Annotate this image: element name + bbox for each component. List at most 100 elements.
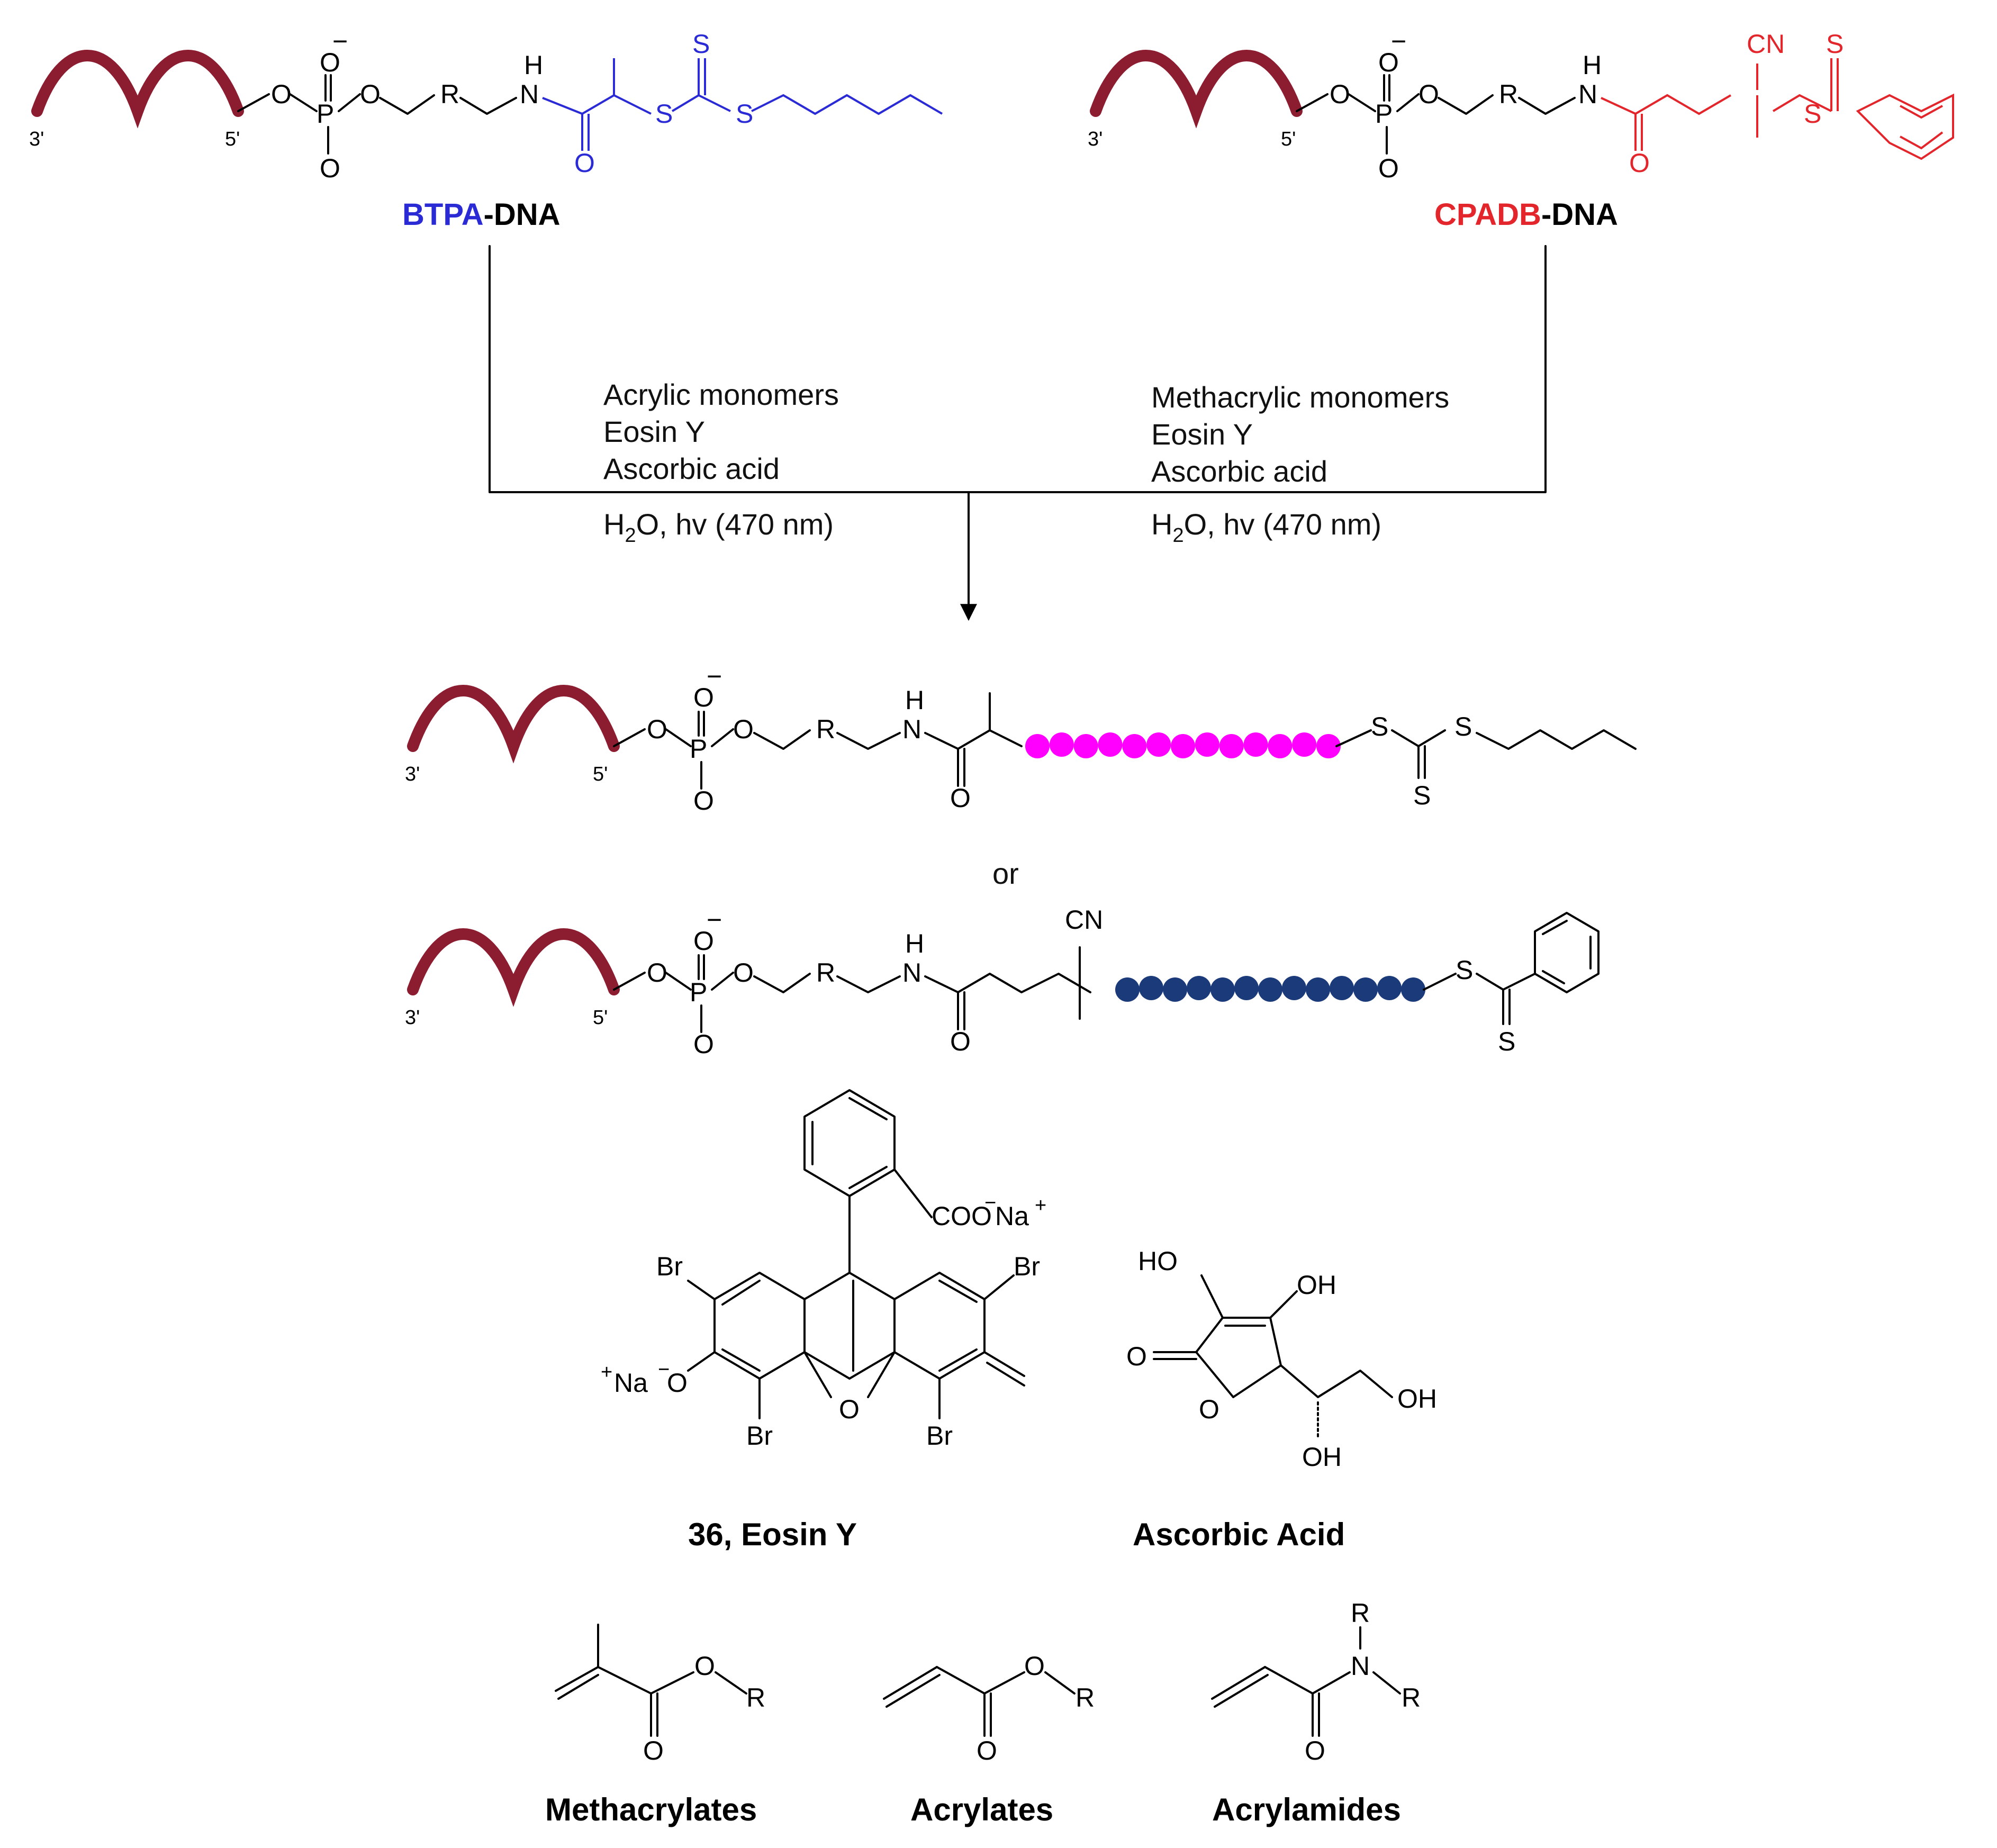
atom-s: S: [1371, 712, 1388, 741]
eosin-na-left: Na: [614, 1368, 648, 1398]
atom-o: O: [1126, 1342, 1147, 1371]
cpadb-raft-group: [1601, 58, 1954, 160]
polymer-bead: [1122, 734, 1147, 758]
charge-minus: −: [658, 1358, 670, 1381]
atom-p: P: [690, 734, 707, 764]
three-prime-label: 3': [405, 763, 420, 785]
polymer-bead: [1316, 734, 1341, 758]
atom-o: O: [1024, 1651, 1045, 1681]
atom-o: O: [643, 1736, 664, 1765]
atom-n: N: [1578, 79, 1597, 109]
charge-plus: +: [601, 1361, 612, 1383]
polymer-bead: [1210, 977, 1235, 1002]
left-catalyst: Eosin Y: [603, 415, 705, 448]
atom-o: O: [574, 148, 595, 178]
btpa-suffix: -DNA: [484, 197, 561, 232]
atom-p: P: [317, 99, 334, 129]
atom-n: N: [902, 958, 921, 988]
atom-p: P: [690, 977, 707, 1007]
left-reductant: Ascorbic acid: [603, 452, 780, 485]
atom-o: O: [647, 958, 667, 988]
atom-s: S: [1413, 781, 1431, 810]
cpadb-end-group: S S: [1423, 912, 1600, 1056]
cpadb-dna-label: CPADB-DNA: [1434, 197, 1618, 232]
atom-s: S: [736, 99, 753, 129]
btpa-dna-structure: 3' 5' O P O − O O R N H: [29, 26, 543, 183]
atom-r: R: [816, 958, 835, 988]
polymer-bead: [1243, 732, 1268, 757]
polymer-bead: [1377, 976, 1402, 1000]
atom-br: Br: [746, 1421, 773, 1451]
polymer-bead: [1139, 976, 1163, 1000]
atom-r: R: [1076, 1683, 1095, 1713]
left-solvent: H2O, hv (470 nm): [603, 508, 834, 547]
atom-ho: HO: [1138, 1246, 1178, 1276]
atom-s: S: [1498, 1027, 1515, 1056]
atom-o: O: [839, 1394, 860, 1424]
atom-br: Br: [656, 1252, 683, 1281]
polymer-bead: [1025, 734, 1050, 758]
three-prime-label: 3': [405, 1007, 420, 1029]
atom-s: S: [1454, 712, 1472, 741]
acrylate-structure: O O R: [883, 1651, 1095, 1765]
right-reductant: Ascorbic acid: [1151, 455, 1327, 488]
polymer-bead: [1292, 732, 1317, 757]
cpadb-suffix: -DNA: [1541, 197, 1618, 232]
atom-o: O: [950, 1027, 971, 1056]
polymer-bead: [1073, 734, 1098, 758]
btpa-end-group: S S S: [1335, 712, 1637, 810]
atom-r: R: [1499, 79, 1518, 109]
polymer-bead: [1282, 976, 1306, 1000]
atom-n: N: [1351, 1651, 1370, 1681]
right-monomers: Methacrylic monomers: [1151, 381, 1449, 414]
atom-o: O: [1629, 148, 1650, 178]
atom-oh: OH: [1297, 1270, 1336, 1300]
polymer-bead: [1049, 732, 1074, 757]
atom-r: R: [746, 1683, 765, 1713]
atom-o: O: [1378, 48, 1399, 77]
polymer-bead: [1098, 732, 1123, 757]
methacrylic-polymer-beads: [1115, 976, 1425, 1002]
atom-o: O: [733, 958, 754, 988]
atom-o: O: [1418, 79, 1439, 109]
atom-br: Br: [926, 1421, 953, 1451]
atom-o: O: [360, 79, 381, 109]
polymer-bead: [1146, 732, 1171, 757]
charge-minus: −: [984, 1192, 996, 1214]
atom-o: O: [977, 1736, 997, 1765]
atom-o: O: [647, 714, 667, 744]
atom-o: O: [693, 683, 714, 712]
atom-s: S: [655, 99, 673, 129]
left-monomers: Acrylic monomers: [603, 378, 839, 411]
atom-s: S: [1804, 99, 1821, 129]
atom-o: O: [1330, 79, 1350, 109]
btpa-raft-group: [542, 58, 943, 151]
atom-o: O: [320, 153, 340, 183]
polymer-bead: [1268, 734, 1293, 758]
atom-o: O: [1305, 1736, 1325, 1765]
acrylic-polymer-beads: [1025, 732, 1341, 758]
polymer-bead: [1258, 977, 1282, 1002]
atom-h: H: [905, 929, 924, 958]
three-prime-label: 3': [1088, 128, 1103, 150]
polymer-bead: [1115, 977, 1140, 1002]
right-catalyst: Eosin Y: [1151, 418, 1253, 451]
or-label: or: [992, 857, 1019, 890]
atom-r: R: [1351, 1598, 1370, 1628]
charge-minus: −: [1391, 26, 1406, 56]
eosin-na: Na: [995, 1201, 1029, 1231]
three-prime-label: 3': [29, 128, 44, 150]
atom-r: R: [816, 714, 835, 744]
five-prime-label: 5': [1281, 128, 1296, 150]
eosin-y-structure: COO − Na + Br Br O − Na + O Br Br: [601, 1089, 1046, 1451]
atom-o: O: [693, 786, 714, 816]
atom-cn: CN: [1747, 29, 1785, 59]
polymer-bead: [1171, 734, 1195, 758]
atom-o: O: [1378, 153, 1399, 183]
polymer-bead: [1163, 977, 1187, 1002]
atom-o: O: [693, 926, 714, 956]
right-conditions: Methacrylic monomers Eosin Y Ascorbic ac…: [1151, 381, 1449, 547]
polymer-bead: [1401, 977, 1425, 1002]
atom-h: H: [905, 685, 924, 715]
product-methacrylic: 3' 5' O P O − O O R N H O CN: [405, 905, 1103, 1059]
